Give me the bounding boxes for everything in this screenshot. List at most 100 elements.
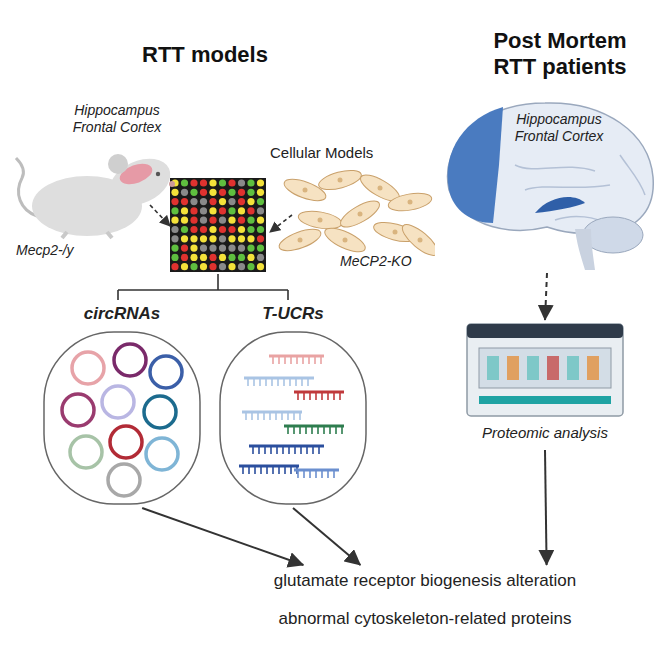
figure-node: Hippocampus Frontal CortexMecp2-/y — [12, 98, 187, 266]
array-spot — [200, 263, 207, 270]
array-spot — [238, 235, 245, 242]
array-spot — [247, 179, 254, 186]
array-spot — [219, 263, 226, 270]
array-spot — [200, 189, 207, 196]
array-spot — [209, 263, 216, 270]
array-spot — [181, 235, 188, 242]
array-spot — [238, 226, 245, 233]
array-spot — [247, 207, 254, 214]
array-spot — [200, 217, 207, 224]
array-spot — [247, 189, 254, 196]
array-spot — [181, 254, 188, 261]
array-spot — [200, 254, 207, 261]
array-spot — [228, 263, 235, 270]
array-spot — [238, 217, 245, 224]
node-text: Cellular Models — [270, 144, 410, 162]
array-spot — [247, 235, 254, 242]
array-spot — [238, 198, 245, 205]
node-text: Mecp2-/y — [16, 242, 126, 259]
array-spot — [257, 198, 264, 205]
array-spot — [228, 235, 235, 242]
array-spot — [171, 245, 178, 252]
array-spot — [200, 207, 207, 214]
array-spot — [238, 179, 245, 186]
array-spot — [247, 263, 254, 270]
dashed-arrow — [270, 215, 292, 232]
array-spot — [228, 245, 235, 252]
flow-arrow — [545, 450, 547, 565]
array-spot — [171, 235, 178, 242]
array-spot — [247, 254, 254, 261]
array-spot — [200, 226, 207, 233]
array-spot — [171, 226, 178, 233]
array-spot — [219, 235, 226, 242]
array-spot — [181, 198, 188, 205]
figure-node: T-UCRs — [214, 302, 372, 508]
array-spot — [200, 198, 207, 205]
array-spot — [171, 198, 178, 205]
array-spot — [219, 217, 226, 224]
array-spot — [238, 254, 245, 261]
flow-arrow — [545, 273, 547, 320]
array-spot — [181, 207, 188, 214]
array-spot — [209, 254, 216, 261]
array-spot — [238, 189, 245, 196]
node-text: circRNAs — [38, 304, 206, 324]
array-frame — [170, 178, 266, 272]
array-spot — [209, 179, 216, 186]
array-spot — [209, 189, 216, 196]
array-spot — [209, 198, 216, 205]
array-spot — [238, 245, 245, 252]
array-spot — [238, 263, 245, 270]
array-spot — [190, 207, 197, 214]
array-spot — [181, 189, 188, 196]
node-text: glutamate receptor biogenesis alteration — [235, 571, 615, 591]
array-spot — [190, 235, 197, 242]
array-spot — [200, 179, 207, 186]
bracket — [118, 274, 288, 300]
array-spot — [228, 217, 235, 224]
array-spot — [219, 245, 226, 252]
array-spot — [190, 245, 197, 252]
array-spot — [257, 179, 264, 186]
microarray-grid — [170, 178, 266, 272]
array-spot — [181, 263, 188, 270]
figure-node: Hippocampus Frontal Cortex — [435, 95, 659, 273]
array-spot — [257, 235, 264, 242]
array-spot — [228, 189, 235, 196]
figure-node: Cellular ModelsMeCP2-KO — [270, 140, 435, 276]
array-spot — [219, 198, 226, 205]
node-text: T-UCRs — [214, 304, 372, 324]
array-spot — [171, 207, 178, 214]
flow-arrow — [293, 508, 360, 565]
array-spot — [219, 179, 226, 186]
array-spot — [181, 245, 188, 252]
array-spot — [200, 245, 207, 252]
array-spot — [190, 226, 197, 233]
node-text: MeCP2-KO — [340, 253, 435, 270]
array-spot — [171, 217, 178, 224]
array-spot — [209, 245, 216, 252]
array-spot — [181, 179, 188, 186]
array-spot — [228, 198, 235, 205]
array-spot — [257, 189, 264, 196]
array-spot — [190, 263, 197, 270]
array-spot — [219, 226, 226, 233]
array-spot — [171, 254, 178, 261]
array-spot — [228, 207, 235, 214]
array-spot — [190, 198, 197, 205]
array-spot — [257, 226, 264, 233]
flow-arrow — [142, 508, 303, 565]
array-spot — [219, 207, 226, 214]
dashed-arrow — [150, 205, 170, 226]
array-spot — [190, 217, 197, 224]
array-spot — [209, 226, 216, 233]
node-illustration — [38, 330, 206, 508]
array-spot — [200, 235, 207, 242]
figure-node: glutamate receptor biogenesis alteration… — [235, 565, 615, 635]
array-spot — [209, 217, 216, 224]
array-spot — [257, 207, 264, 214]
array-spot — [181, 226, 188, 233]
array-spot — [247, 217, 254, 224]
array-spot — [228, 226, 235, 233]
